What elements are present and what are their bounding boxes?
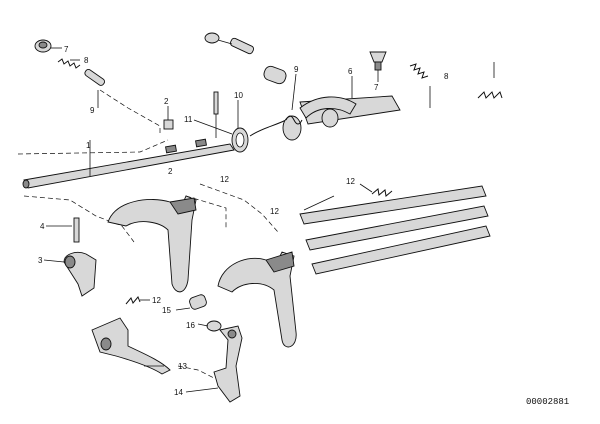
lever-part-13 xyxy=(91,317,171,375)
small-spring-part xyxy=(57,58,81,69)
callout-7b: 7 xyxy=(374,83,379,92)
callout-12a: 12 xyxy=(220,175,229,184)
shift-rail-right-b xyxy=(305,205,489,251)
detent-pin-part xyxy=(84,68,106,86)
callout-2b: 2 xyxy=(168,167,173,176)
shift-rail-right-a xyxy=(299,185,487,225)
cap-nut-part xyxy=(34,39,52,53)
callout-12c: 12 xyxy=(270,207,279,216)
shift-fork-left xyxy=(107,195,197,293)
callout-8a: 8 xyxy=(84,56,89,65)
callout-3: 3 xyxy=(38,256,43,265)
callout-12b: 12 xyxy=(346,177,355,186)
selector-lever-3 xyxy=(63,251,97,297)
ring-part-10 xyxy=(231,127,249,153)
callout-4: 4 xyxy=(40,222,45,231)
shift-rail-1 xyxy=(22,138,235,189)
pin-part-2 xyxy=(163,119,174,130)
selector-shaft-6 xyxy=(299,95,401,128)
cap-part-7b xyxy=(369,51,387,71)
callout-7a: 7 xyxy=(64,45,69,54)
bushing-part xyxy=(263,65,287,85)
callout-15: 15 xyxy=(162,306,171,315)
rail-spring-part xyxy=(371,188,393,197)
callout-14: 14 xyxy=(174,388,183,397)
pin-stack-top xyxy=(204,32,255,55)
pin-part-4 xyxy=(73,217,80,243)
callout-13: 13 xyxy=(178,362,187,371)
callout-1: 1 xyxy=(86,141,91,150)
callout-10: 10 xyxy=(234,91,243,100)
callout-2a: 2 xyxy=(164,97,169,106)
torsion-spring-part xyxy=(249,115,303,141)
linkage-arm-14 xyxy=(213,325,243,403)
spring-part-12d xyxy=(125,296,141,305)
callout-8b: 8 xyxy=(444,72,449,81)
washer-part-16 xyxy=(206,320,222,332)
shift-fork-right xyxy=(217,251,297,348)
spring-part-8c xyxy=(477,91,503,99)
callout-16: 16 xyxy=(186,321,195,330)
callout-11: 11 xyxy=(184,115,193,124)
diagram-reference-number: 00002881 xyxy=(526,397,569,407)
bolt-part-15 xyxy=(189,294,207,310)
callout-9a: 9 xyxy=(90,106,95,115)
shift-rail-right-c xyxy=(311,225,491,275)
callout-9b: 9 xyxy=(294,65,299,74)
callout-6: 6 xyxy=(348,67,353,76)
spring-part-8b xyxy=(409,63,429,79)
vertical-pin-part xyxy=(213,91,219,115)
callout-12d: 12 xyxy=(152,296,161,305)
